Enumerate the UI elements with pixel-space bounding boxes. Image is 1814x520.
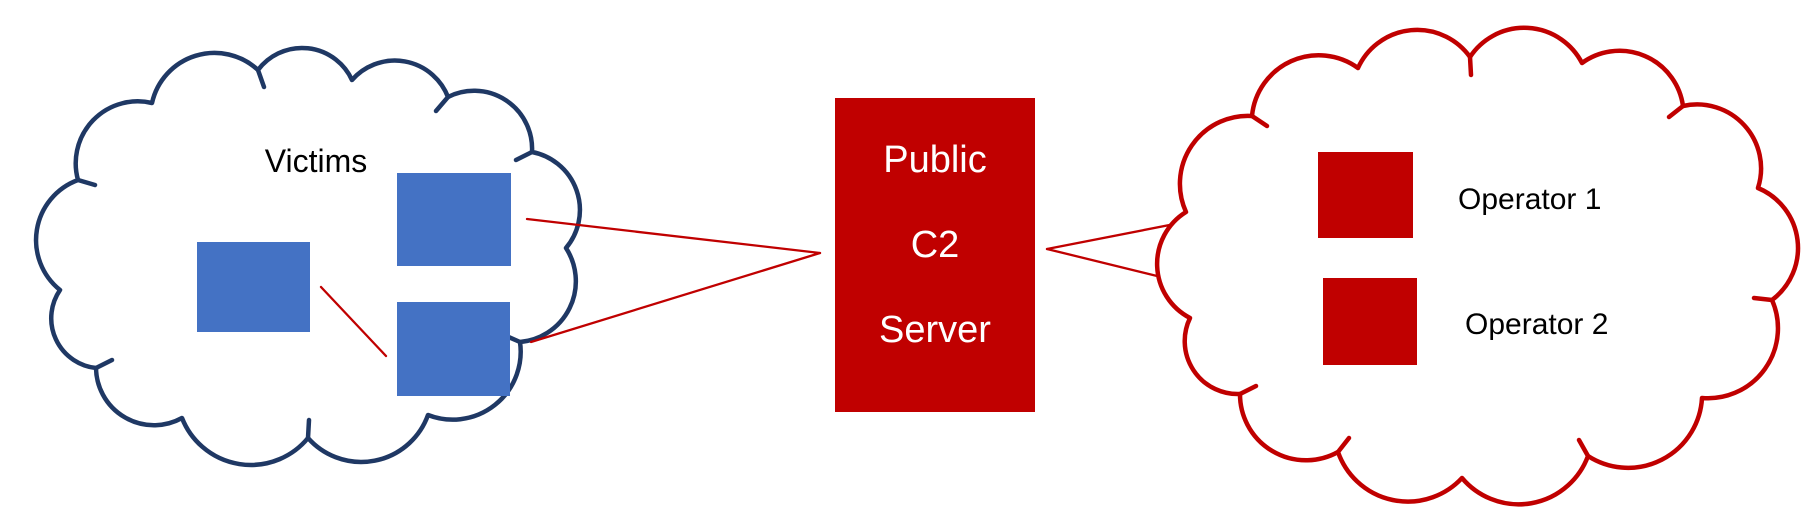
operator2-label: Operator 2 (1465, 308, 1608, 341)
c2-server-label-line1: Public (883, 139, 987, 181)
c2-server-rect (835, 98, 1035, 412)
operator2-node (1323, 278, 1417, 365)
operator1-node (1318, 152, 1413, 238)
c2-server-label-line3: Server (879, 309, 991, 351)
victims-cloud-seam-ticks (75, 67, 535, 441)
victim-node-left (197, 242, 310, 332)
c2-server-label-line2: C2 (911, 224, 960, 266)
operators-cloud-outline (1154, 25, 1801, 507)
c2-server-label: Public C2 Server (879, 139, 991, 351)
victim-node-bottom (397, 302, 510, 396)
victim-top-to-c2-line (525, 217, 822, 255)
c2-server-box: Public C2 Server (835, 98, 1035, 412)
victim-node-top (397, 173, 511, 266)
operators-cloud-seam-ticks (1237, 54, 1775, 459)
victim-internal-link-line (319, 285, 388, 358)
operator1-label: Operator 1 (1458, 183, 1601, 216)
operators-cloud (1154, 25, 1801, 507)
victim-bottom-to-c2-line (529, 251, 822, 344)
victims-cloud-label: Victims (265, 143, 368, 179)
victim-nodes (197, 173, 511, 396)
operator-nodes (1318, 152, 1417, 365)
